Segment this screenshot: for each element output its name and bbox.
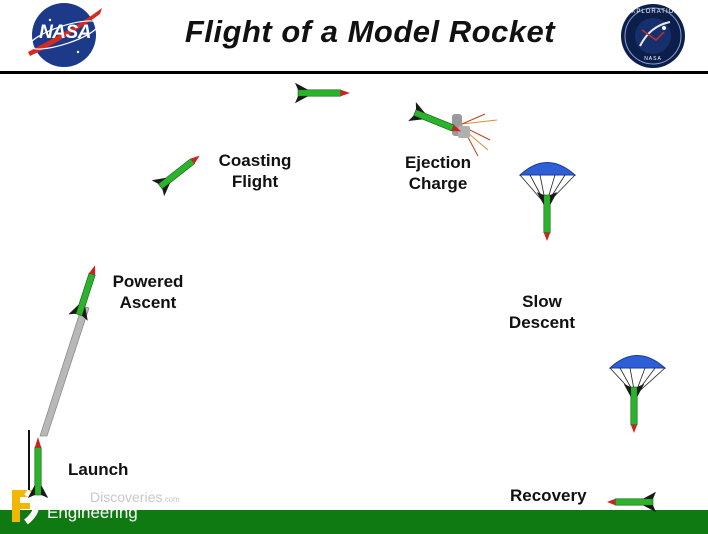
watermark-logo (12, 489, 39, 525)
label-powered-ascent: Powered Ascent (105, 271, 191, 313)
rocket-ejection (408, 102, 462, 132)
label-ejection-charge-line2: Charge (408, 174, 468, 193)
rocket-launch (27, 437, 49, 498)
ejection-burst (452, 113, 498, 157)
rocket-recovery (607, 491, 656, 513)
page-title: Flight of a Model Rocket (184, 14, 556, 49)
label-ejection-charge: Ejection Charge (394, 152, 482, 194)
rocket-coasting (151, 155, 200, 197)
smoke-trail (39, 305, 90, 437)
rocket-apogee (295, 82, 350, 104)
label-coasting-flight: Coasting Flight (210, 150, 300, 192)
label-recovery: Recovery (510, 486, 587, 505)
label-coasting-flight-line1: Coasting (218, 151, 292, 170)
watermark-line1-suffix: .com (162, 495, 180, 504)
watermark-line2: Engineering (47, 503, 138, 522)
nasa-logo (28, 3, 102, 67)
exploration-badge (621, 4, 685, 68)
rocket-descent-lower (623, 384, 645, 433)
label-launch: Launch (68, 460, 129, 479)
rockets-layer (27, 82, 656, 513)
exploration-badge-bottom-text: NASA (644, 56, 662, 62)
exploration-badge-top-text: EXPLORATION (626, 9, 680, 15)
label-ejection-charge-line1: Ejection (404, 153, 472, 172)
label-slow-descent-line1: Slow (522, 292, 562, 311)
watermark-line1: Discoveries.com (90, 489, 180, 505)
label-powered-ascent-line1: Powered (112, 272, 184, 291)
nasa-logo-text: NASA (39, 22, 91, 43)
label-slow-descent-line2: Descent (508, 313, 576, 332)
watermark-line1-text: Discoveries (90, 489, 163, 505)
rocket-descent-upper (536, 192, 558, 241)
label-powered-ascent-line2: Ascent (119, 293, 177, 312)
title-divider (0, 71, 708, 74)
ground (0, 510, 708, 534)
label-coasting-flight-line2: Flight (231, 172, 279, 191)
label-slow-descent: Slow Descent (502, 291, 582, 333)
